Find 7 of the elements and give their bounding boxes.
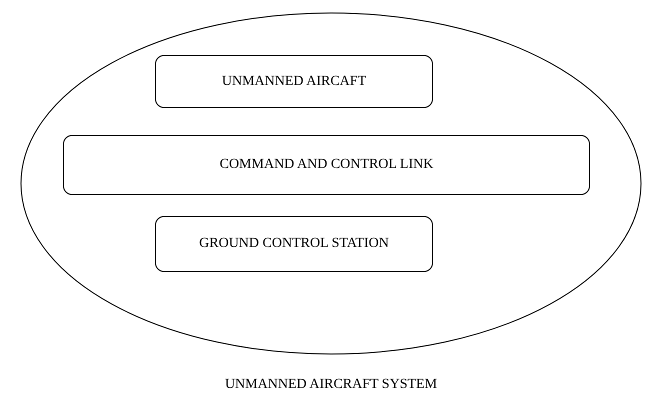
component-label: GROUND CONTROL STATION (199, 236, 389, 252)
component-box (63, 135, 590, 195)
component-label: UNMANNED AIRCAFT (222, 74, 366, 90)
system-caption: UNMANNED AIRCRAFT SYSTEM (224, 377, 438, 392)
component-box (155, 216, 433, 272)
component-label: COMMAND AND CONTROL LINK (220, 157, 434, 173)
component-box (155, 55, 433, 108)
